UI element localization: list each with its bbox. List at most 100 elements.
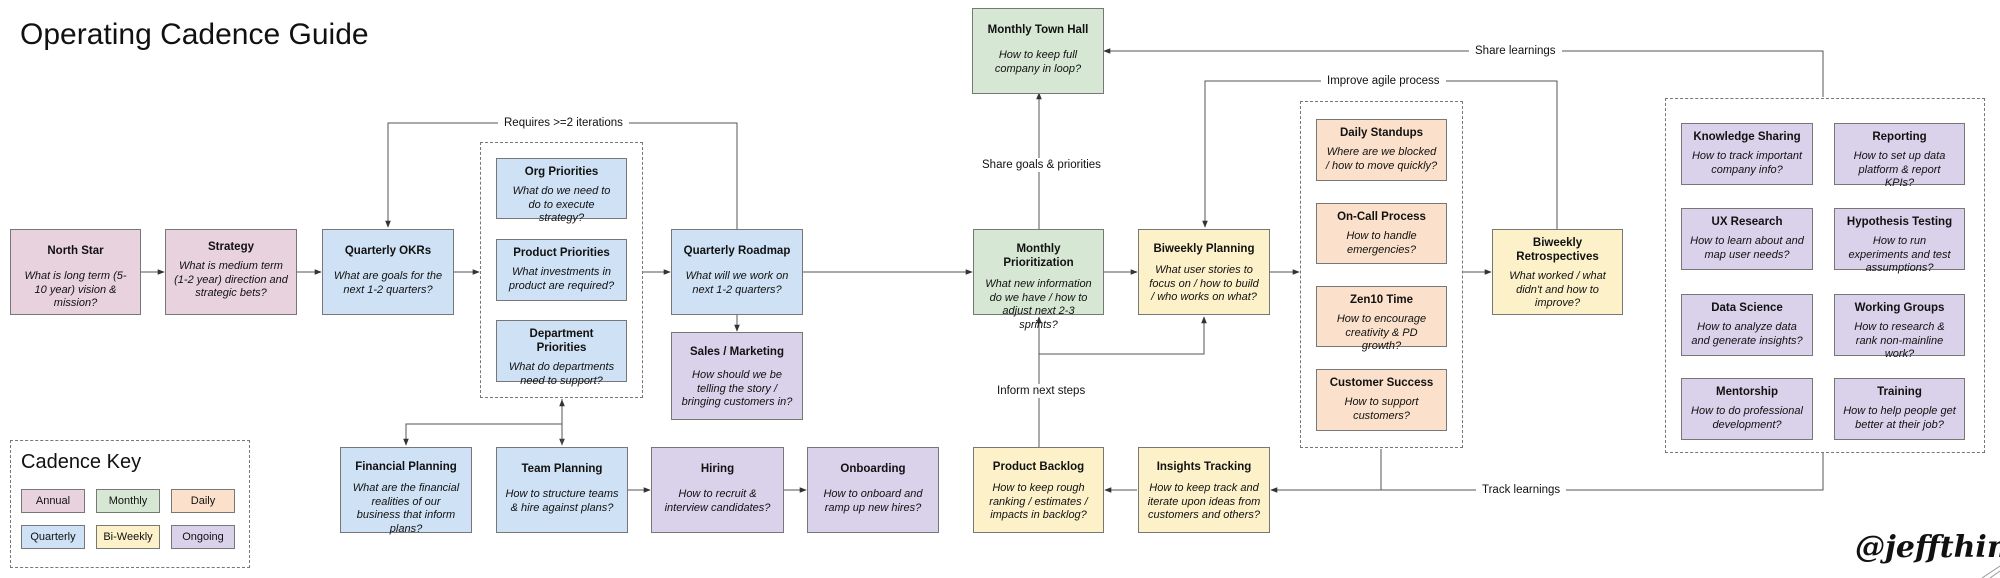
node-title: On-Call Process: [1337, 211, 1426, 223]
node-title: Zen10 Time: [1349, 294, 1414, 306]
resize-corner-icon: [1981, 565, 2000, 578]
node-product-backlog: Product Backlog How to keep rough rankin…: [973, 447, 1104, 533]
node-question: What are goals for the next 1-2 quarters…: [333, 270, 443, 296]
node-title: Onboarding: [840, 463, 906, 475]
key-biweekly: Bi-Weekly: [96, 525, 160, 549]
node-question: What do departments need to support?: [508, 361, 615, 387]
edge-track-learnings: [1270, 453, 1824, 493]
label-requires-iterations: Requires >=2 iterations: [498, 116, 629, 130]
node-question: How to keep rough ranking / estimates / …: [989, 482, 1088, 521]
node-title: Team Planning: [521, 463, 603, 475]
node-title: Strategy: [207, 241, 255, 253]
node-onboarding: Onboarding How to onboard and ramp up ne…: [807, 447, 939, 533]
node-title: Daily Standups: [1339, 127, 1424, 139]
node-quarterly-okrs: Quarterly OKRs What are goals for the ne…: [322, 229, 454, 315]
label-share-learnings: Share learnings: [1469, 44, 1562, 58]
node-question: How should we be telling the story / bri…: [681, 369, 793, 408]
label-share-goals: Share goals & priorities: [976, 158, 1107, 172]
node-sales-marketing: Sales / Marketing How should we be telli…: [671, 332, 803, 420]
node-title: Product Priorities: [513, 247, 610, 259]
node-title: UX Research: [1711, 216, 1783, 228]
node-title: Biweekly Planning: [1153, 243, 1255, 255]
node-question: What user stories to focus on / how to b…: [1149, 264, 1259, 303]
node-title: Mentorship: [1716, 386, 1778, 398]
key-ongoing: Ongoing: [171, 525, 235, 549]
node-strategy: Strategy What is medium term (1-2 year) …: [165, 229, 297, 315]
node-title: Monthly Town Hall: [987, 24, 1089, 36]
node-title: Financial Planning: [355, 461, 457, 473]
node-question: What investments in product are required…: [508, 266, 615, 292]
key-daily: Daily: [171, 489, 235, 513]
node-question: How to encourage creativity & PD growth?: [1336, 313, 1427, 352]
node-title: Org Priorities: [524, 166, 599, 178]
label-improve-agile: Improve agile process: [1321, 74, 1446, 88]
node-monthly-prioritization: Monthly Prioritization What new informat…: [973, 229, 1104, 331]
node-insights-tracking: Insights Tracking How to keep track and …: [1138, 447, 1270, 533]
node-question: How to analyze data and generate insight…: [1691, 321, 1803, 347]
cadence-key: Cadence Key Annual Monthly Daily Quarter…: [10, 440, 250, 568]
node-working-groups: Working Groups How to research & rank no…: [1834, 294, 1965, 360]
key-monthly: Monthly: [96, 489, 160, 513]
node-question: How to keep track and iterate upon ideas…: [1147, 482, 1261, 521]
node-question: How to set up data platform & report KPI…: [1853, 150, 1946, 189]
node-title: Working Groups: [1854, 302, 1945, 314]
node-training: Training How to help people get better a…: [1834, 378, 1965, 440]
node-zen10-time: Zen10 Time How to encourage creativity &…: [1316, 286, 1447, 352]
author-signature: @jeffthink: [1855, 530, 2000, 565]
node-question: How to track important company info?: [1691, 150, 1803, 176]
node-customer-success: Customer Success How to support customer…: [1316, 369, 1447, 431]
node-reporting: Reporting How to set up data platform & …: [1834, 123, 1965, 189]
cadence-key-title: Cadence Key: [21, 451, 142, 473]
ongoing-group: [1665, 98, 1985, 453]
node-title: Reporting: [1872, 131, 1927, 143]
node-title: Data Science: [1711, 302, 1783, 314]
node-team-planning: Team Planning How to structure teams & h…: [496, 447, 628, 533]
daily-group: [1300, 101, 1463, 448]
key-quarterly: Quarterly: [21, 525, 85, 549]
node-question: How to keep full company in loop?: [994, 49, 1082, 75]
node-title: Department Priorities: [529, 328, 594, 354]
node-question: How to recruit & interview candidates?: [664, 488, 771, 514]
node-question: What will we work on next 1-2 quarters?: [685, 270, 789, 296]
node-question: How to run experiments and test assumpti…: [1848, 235, 1951, 274]
priorities-group: [480, 142, 643, 398]
node-daily-standups: Daily Standups Where are we blocked / ho…: [1316, 119, 1447, 181]
node-question: How to onboard and ramp up new hires?: [823, 488, 923, 514]
node-question: How to research & rank non-mainline work…: [1854, 321, 1945, 360]
node-question: What is medium term (1-2 year) direction…: [174, 260, 288, 299]
node-question: Where are we blocked / how to move quick…: [1325, 146, 1438, 172]
node-title: Biweekly Retrospectives: [1516, 237, 1599, 263]
node-hypothesis-testing: Hypothesis Testing How to run experiment…: [1834, 208, 1965, 274]
node-question: What is long term (5-10 year) vision & m…: [24, 270, 127, 309]
node-product-priorities: Product Priorities What investments in p…: [496, 239, 627, 301]
node-title: North Star: [47, 245, 104, 257]
node-title: Quarterly OKRs: [344, 245, 432, 257]
edge-group-financial: [403, 423, 562, 446]
node-title: Monthly Prioritization: [1003, 243, 1074, 269]
node-question: How to structure teams & hire against pl…: [505, 488, 619, 514]
node-department-priorities: Department Priorities What do department…: [496, 320, 627, 387]
page-title: Operating Cadence Guide: [20, 18, 369, 51]
node-org-priorities: Org Priorities What do we need to do to …: [496, 158, 627, 224]
node-question: How to handle emergencies?: [1346, 230, 1417, 256]
edge-share-learnings: [1103, 48, 1824, 97]
node-on-call-process: On-Call Process How to handle emergencie…: [1316, 203, 1447, 264]
node-question: What worked / what didn't and how to imp…: [1509, 270, 1606, 309]
node-biweekly-planning: Biweekly Planning What user stories to f…: [1138, 229, 1270, 315]
node-north-star: North Star What is long term (5-10 year)…: [10, 229, 141, 315]
node-monthly-town-hall: Monthly Town Hall How to keep full compa…: [972, 8, 1104, 94]
node-hiring: Hiring How to recruit & interview candid…: [651, 447, 784, 533]
label-inform-next-steps: Inform next steps: [991, 384, 1092, 398]
label-track-learnings: Track learnings: [1476, 483, 1567, 497]
node-title: Customer Success: [1329, 377, 1434, 389]
node-title: Hypothesis Testing: [1846, 216, 1953, 228]
node-title: Sales / Marketing: [690, 346, 784, 358]
node-title: Insights Tracking: [1156, 461, 1252, 473]
node-title: Quarterly Roadmap: [683, 245, 791, 257]
node-question: How to support customers?: [1344, 396, 1419, 422]
node-title: Knowledge Sharing: [1693, 131, 1801, 143]
node-biweekly-retrospectives: Biweekly Retrospectives What worked / wh…: [1492, 229, 1623, 315]
node-title: Product Backlog: [992, 461, 1085, 473]
node-financial-planning: Financial Planning What are the financia…: [340, 447, 472, 535]
node-question: How to learn about and map user needs?: [1690, 235, 1804, 261]
